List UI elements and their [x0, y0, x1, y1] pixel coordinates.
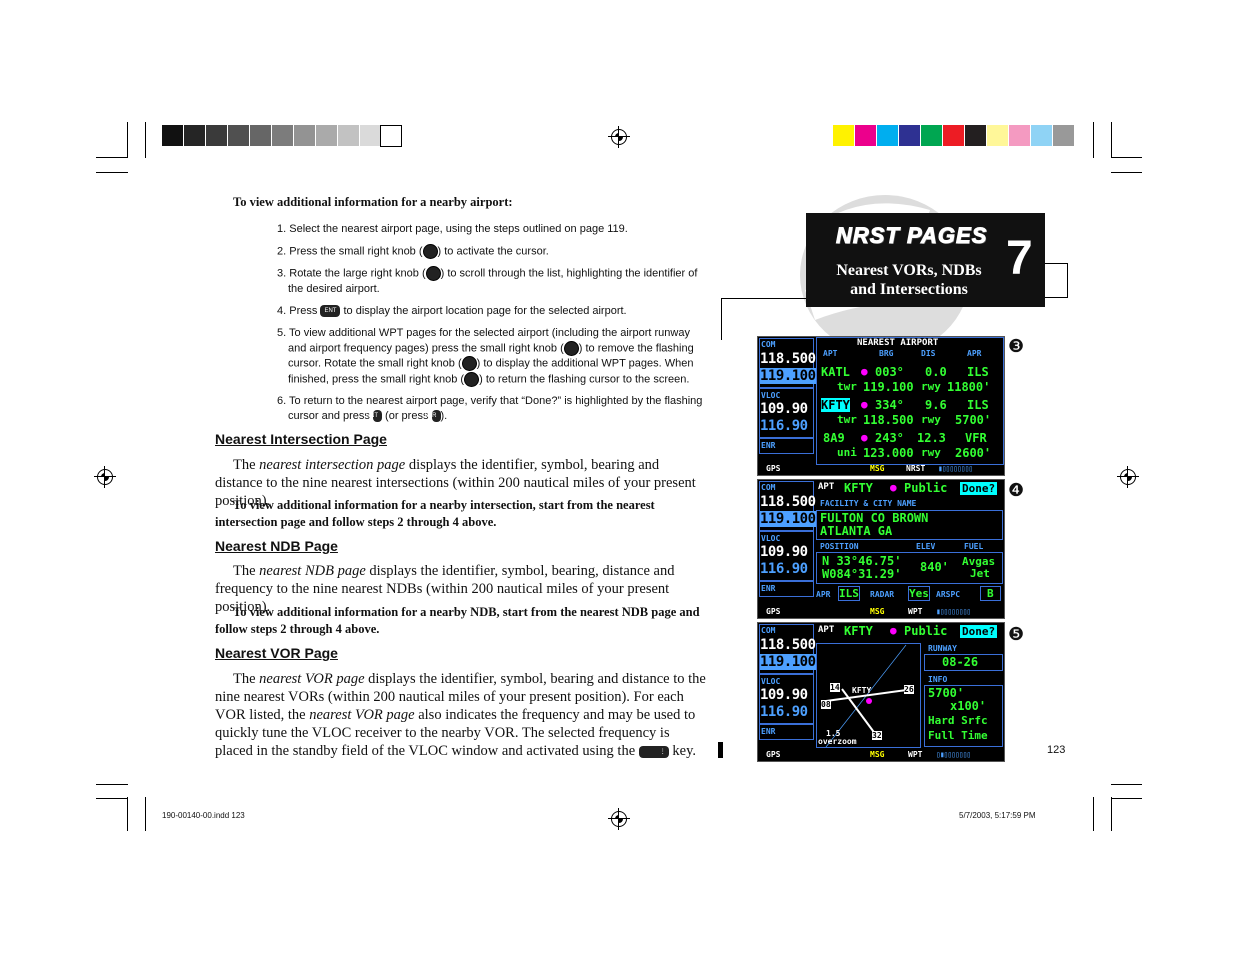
airport-id[interactable]: KATL	[821, 365, 850, 379]
crop-mark	[127, 797, 128, 831]
chapter-number: 7	[1006, 232, 1033, 285]
footer-file: 190-00140-00.indd 123	[162, 811, 245, 820]
status-bar: GPS MSG NRST ▮▯▯▯▯▯▯▯▯	[766, 464, 973, 473]
crop-mark	[1093, 797, 1094, 831]
airport-info-panel: APT KFTY ● Public Done? FACILITY & CITY …	[816, 480, 1004, 606]
nearest-airport-screen: COM 118.500 119.100 VLOC 109.90 116.90 E…	[757, 336, 1005, 476]
large-right-knob-icon	[425, 266, 441, 282]
clr-key-icon: CLR	[425, 410, 441, 423]
crop-mark	[1111, 797, 1112, 831]
paragraph-vor: The nearest VOR page displays the identi…	[215, 671, 706, 759]
paragraph-ndb: The nearest NDB page displays the identi…	[215, 563, 675, 615]
step-2: 2. Press the small right knob () to acti…	[277, 244, 549, 259]
tab-rule	[721, 298, 807, 299]
crop-mark	[1111, 798, 1142, 799]
step-5: 5. To view additional WPT pages for the …	[277, 326, 694, 387]
ent-key-icon: ENT	[366, 410, 382, 423]
crop-mark	[127, 122, 128, 158]
small-right-knob-icon	[461, 356, 477, 372]
paragraph-intersection: The nearest intersection page displays t…	[215, 457, 696, 509]
vloc-active-freq: 109.90	[760, 401, 808, 417]
flip-flop-key-icon: ⋮	[638, 745, 669, 758]
crop-mark	[96, 172, 128, 173]
public-airport-icon: ●	[890, 624, 897, 637]
crop-mark	[1111, 172, 1142, 173]
tab-rule	[721, 298, 722, 340]
airport-symbol-icon: ●	[861, 431, 868, 444]
crop-mark	[1093, 122, 1094, 158]
step-1: 1. Select the nearest airport page, usin…	[277, 223, 628, 235]
page-marker-bar	[718, 742, 723, 758]
runway-panel: APT KFTY ● Public Done? 14 KFTY 26 08 32…	[816, 623, 1004, 749]
step-4: 4. Press ENT to display the airport loca…	[277, 304, 627, 317]
done-button[interactable]: Done?	[960, 625, 998, 638]
status-bar: GPS MSG WPT ▯▮▯▯▯▯▯▯▯	[766, 750, 971, 759]
footer-date: 5/7/2003, 5:17:59 PM	[959, 811, 1036, 820]
crop-mark	[145, 797, 146, 831]
crop-mark	[96, 798, 128, 799]
step-3: 3. Rotate the large right knob () to scr…	[277, 266, 698, 295]
vloc-standby-freq: 116.90	[760, 418, 808, 434]
figure-marker-4: ❹	[1008, 480, 1025, 500]
small-right-knob-icon	[464, 371, 480, 387]
registration-mark	[608, 126, 630, 148]
airport-location-screen: COM 118.500 119.100 VLOC 109.90 116.90 E…	[757, 479, 1005, 619]
crop-mark	[96, 157, 128, 158]
section-heading-intersection: Nearest Intersection Page	[215, 431, 387, 447]
crop-mark	[1111, 157, 1142, 158]
step-6: 6. To return to the nearest airport page…	[277, 395, 703, 423]
registration-mark	[608, 808, 630, 830]
airport-symbol-icon: ●	[861, 365, 868, 378]
crop-mark	[1111, 122, 1112, 158]
map-scale: 1.5	[826, 729, 841, 738]
chapter-title: NRST PAGES	[835, 223, 988, 249]
com-vloc-panel: COM 118.500 119.100 VLOC 109.90 116.90 E…	[758, 480, 816, 606]
registration-mark	[94, 466, 116, 488]
nearest-airport-list: NEAREST AIRPORT APT BRG DIS APR KATL ● 0…	[816, 337, 1004, 465]
public-airport-icon: ●	[890, 481, 897, 494]
page-indicator: ▮▯▯▯▯▯▯▯▯	[936, 607, 971, 616]
instruction-ndb: To view additional information for a nea…	[215, 605, 700, 636]
com-standby-freq: 119.100	[760, 368, 816, 384]
page-indicator: ▮▯▯▯▯▯▯▯▯	[938, 464, 973, 473]
status-bar: GPS MSG WPT ▮▯▯▯▯▯▯▯▯	[766, 607, 971, 616]
airport-symbol-icon: ●	[861, 398, 868, 411]
airport-runway-screen: COM 118.500 119.100 VLOC 109.90 116.90 E…	[757, 622, 1005, 762]
small-right-knob-icon	[422, 244, 438, 259]
airport-id[interactable]: 8A9	[823, 431, 845, 445]
done-button[interactable]: Done?	[960, 482, 998, 495]
crop-mark	[145, 122, 146, 158]
page-indicator: ▯▮▯▯▯▯▯▯▯	[936, 750, 971, 759]
com-vloc-panel: COM 118.500 119.100 VLOC 109.90 116.90 E…	[758, 337, 816, 463]
page-number: 123	[1047, 744, 1066, 756]
section-heading-vor: Nearest VOR Page	[215, 645, 338, 661]
tab-rule	[1045, 263, 1068, 298]
crop-mark	[1111, 784, 1142, 785]
instruction-intersection: To view additional information for a nea…	[215, 498, 655, 529]
figure-marker-3: ❸	[1008, 336, 1025, 356]
com-active-freq: 118.500	[760, 351, 816, 367]
com-vloc-panel: COM 118.500 119.100 VLOC 109.90 116.90 E…	[758, 623, 816, 749]
crop-mark	[96, 784, 128, 785]
ent-key-icon: ENT	[320, 304, 341, 317]
section-heading-ndb: Nearest NDB Page	[215, 538, 338, 554]
runway-diagram	[816, 643, 921, 748]
figure-marker-5: ❺	[1008, 624, 1025, 644]
small-right-knob-icon	[563, 340, 579, 356]
intro-heading: To view additional information for a nea…	[233, 195, 513, 209]
steps-list: 1. Select the nearest airport page, usin…	[277, 222, 709, 424]
airport-id-selected[interactable]: KFTY	[821, 398, 850, 412]
registration-mark	[1117, 466, 1139, 488]
